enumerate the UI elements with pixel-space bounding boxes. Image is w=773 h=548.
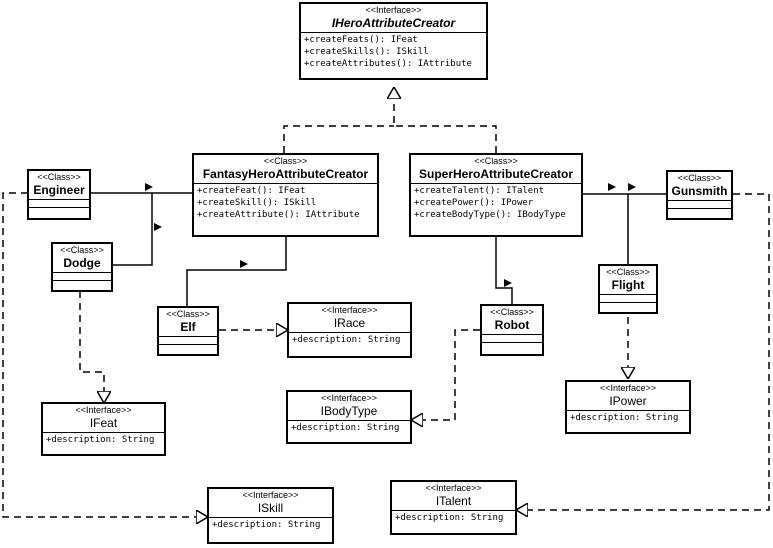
class-stereotype: <<Class>> [60,245,104,255]
class-stereotype: <<Class>> [606,267,650,277]
method-section: +createFeats(): IFeat +createSkills(): I… [301,32,486,71]
engineer-class: <<Class>> Engineer [27,169,91,220]
attribute-section [29,199,89,207]
method-create-attribute: +createAttribute(): IAttribute [197,210,360,220]
class-name: Engineer [33,183,85,197]
attribute-description: +description: String [292,335,401,345]
class-name: FantasyHeroAttributeCreator [202,167,369,181]
method-create-power: +createPower(): IPower [414,198,534,208]
attribute-description: +description: String [291,423,400,433]
class-stereotype: <<Class>> [166,309,210,319]
interface-stereotype: <<Interface>> [425,483,482,493]
association-fantasy-elf [186,237,287,306]
interface-stereotype: <<Interface>> [599,383,657,393]
irace-interface: <<Interface>> IRace +description: String [287,302,412,358]
interface-name: IRace [333,316,366,330]
attribute-section [53,272,111,280]
interface-name: IFeat [89,416,118,430]
attribute-section: +description: String [392,510,515,525]
method-create-feat: +createFeat(): IFeat [197,186,306,196]
method-section [600,302,656,310]
method-create-body-type: +createBodyType(): IBodyType [414,210,566,220]
super-hero-attribute-creator-class: <<Class>> SuperHeroAttributeCreator +cre… [409,153,583,237]
class-stereotype: <<Class>> [677,173,722,183]
attribute-section: +description: String [43,432,164,447]
class-name: Dodge [63,256,101,270]
attribute-description: +description: String [395,513,504,523]
method-create-talent: +createTalent(): ITalent [414,186,545,196]
method-section: +createFeat(): IFeat +createSkill(): ISk… [194,183,377,222]
method-section [159,344,217,352]
attribute-section: +description: String [288,420,410,435]
class-stereotype: <<Class>> [37,172,81,182]
attribute-section [668,200,731,208]
realization-fantasy-to-ihero [283,125,394,153]
attribute-description: +description: String [570,413,679,423]
class-stereotype: <<Class>> [474,156,518,166]
fantasy-hero-attribute-creator-class: <<Class>> FantasyHeroAttributeCreator +c… [192,153,379,237]
interface-stereotype: <<Interface>> [320,393,378,403]
interface-name: IBodyType [320,404,378,418]
attribute-section: +description: String [567,410,689,425]
attribute-section: +description: String [289,332,410,347]
method-section [53,280,111,288]
interface-stereotype: <<Interface>> [75,405,132,415]
navigability-arrows [145,183,636,287]
interface-name: IPower [609,394,647,408]
realization-engineer-to-iskill [2,192,207,517]
method-section [668,208,731,216]
ibodytype-interface: <<Interface>> IBodyType +description: St… [286,390,412,444]
attribute-description: +description: String [46,435,155,445]
method-section [482,342,542,350]
dodge-class: <<Class>> Dodge [51,242,113,292]
class-stereotype: <<Class>> [263,156,308,166]
robot-class: <<Class>> Robot [480,304,544,356]
interface-name: ITalent [435,494,472,508]
ipower-interface: <<Interface>> IPower +description: Strin… [565,380,691,434]
attribute-section [482,334,542,342]
attribute-section: +description: String [209,517,332,532]
class-stereotype: <<Class>> [490,307,534,317]
interface-stereotype: <<Interface>> [242,490,299,500]
ihero-attribute-creator-interface: <<Interface>> IHeroAttributeCreator +cre… [299,2,488,80]
method-section [29,207,89,215]
interface-name: ISkill [257,501,284,515]
interface-stereotype: <<Interface>> [321,305,378,315]
attribute-section [600,294,656,302]
class-name: Elf [180,320,196,334]
association-superhero-robot [495,237,513,305]
iskill-interface: <<Interface>> ISkill +description: Strin… [207,487,334,544]
method-create-skill: +createSkill(): ISkill [197,198,317,208]
gunsmith-class: <<Class>> Gunsmith [666,170,733,220]
association-dodge-fantasy [113,193,153,266]
flight-class: <<Class>> Flight [598,264,658,314]
method-create-attributes: +createAttributes(): IAttribute [304,59,472,69]
method-create-feats: +createFeats(): IFeat [304,35,418,45]
class-name: SuperHeroAttributeCreator [418,167,574,181]
realization-gunsmith-to-italent [517,193,770,510]
realization-robot-to-ibodytype [412,329,480,420]
italent-interface: <<Interface>> ITalent +description: Stri… [390,480,517,535]
class-name: Gunsmith [671,184,728,198]
attribute-description: +description: String [212,520,321,530]
realization-superhero-to-ihero [394,88,497,153]
method-section: +createTalent(): ITalent +createPower():… [411,183,581,222]
ifeat-interface: <<Interface>> IFeat +description: String [41,402,166,456]
class-name: Robot [494,318,530,332]
realization-dodge-to-ifeat [79,291,104,402]
attribute-section [159,336,217,344]
class-name: Flight [611,278,645,292]
interface-stereotype: <<Interface>> [365,5,422,15]
method-create-skills: +createSkills(): ISkill [304,47,429,57]
interface-name: IHeroAttributeCreator [331,16,456,30]
elf-class: <<Class>> Elf [157,306,219,356]
